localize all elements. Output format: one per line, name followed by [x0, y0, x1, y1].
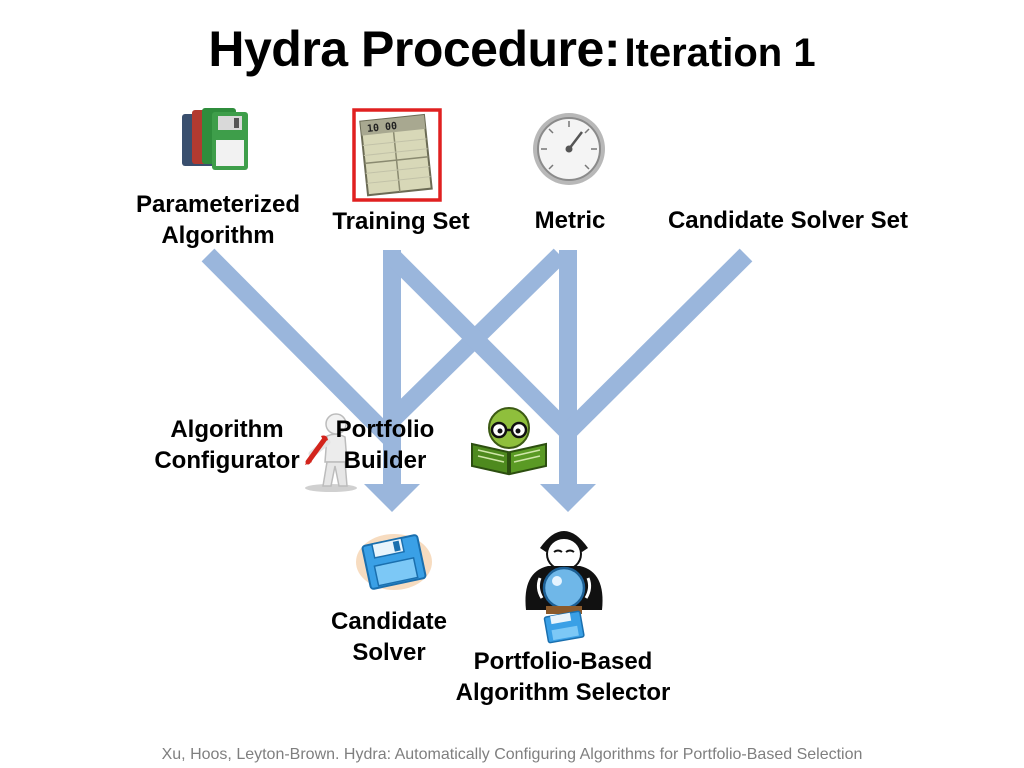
arrow-training-to-selector: [387, 251, 575, 439]
citation-footer: Xu, Hoos, Leyton-Brown. Hydra: Automatic…: [161, 746, 863, 763]
label-metric: Metric: [534, 207, 606, 234]
title-main: Hydra Procedure:: [208, 21, 620, 77]
blue-floppy-disk-icon: [356, 534, 432, 590]
label-portfolio-based-algorithm-selector: Portfolio-Based Algorithm Selector: [455, 648, 671, 706]
arrowhead-selector: [540, 484, 596, 512]
slide-title: Hydra Procedure: Iteration 1: [0, 20, 1024, 78]
reading-character-icon: [471, 407, 547, 476]
title-sub: Iteration 1: [624, 31, 816, 75]
training-set-highlight-box: [352, 108, 442, 202]
floppy-disk-stack-icon: [182, 108, 248, 170]
label-candidate-solver-set: Candidate Solver Set: [667, 207, 909, 234]
fortune-teller-crystal-ball-icon: [525, 531, 603, 644]
figure-with-wrench-icon: [305, 413, 357, 492]
label-portfolio-builder: Portfolio Builder: [335, 416, 435, 474]
label-parameterized-algorithm: Parameterized Algorithm: [135, 191, 301, 249]
label-algorithm-configurator: Algorithm Configurator: [154, 416, 300, 474]
label-training-set: Training Set: [332, 208, 470, 235]
arrow-algorithm-to-solver: [201, 248, 399, 447]
label-candidate-solver: Candidate Solver: [330, 608, 447, 666]
spreadsheet-document-icon: 10 00: [352, 108, 442, 202]
arrow-candidates-to-selector: [561, 248, 753, 439]
svg-text:10 00: 10 00: [367, 121, 398, 135]
gauge-icon: [533, 113, 605, 185]
arrowhead-solver: [364, 484, 420, 512]
